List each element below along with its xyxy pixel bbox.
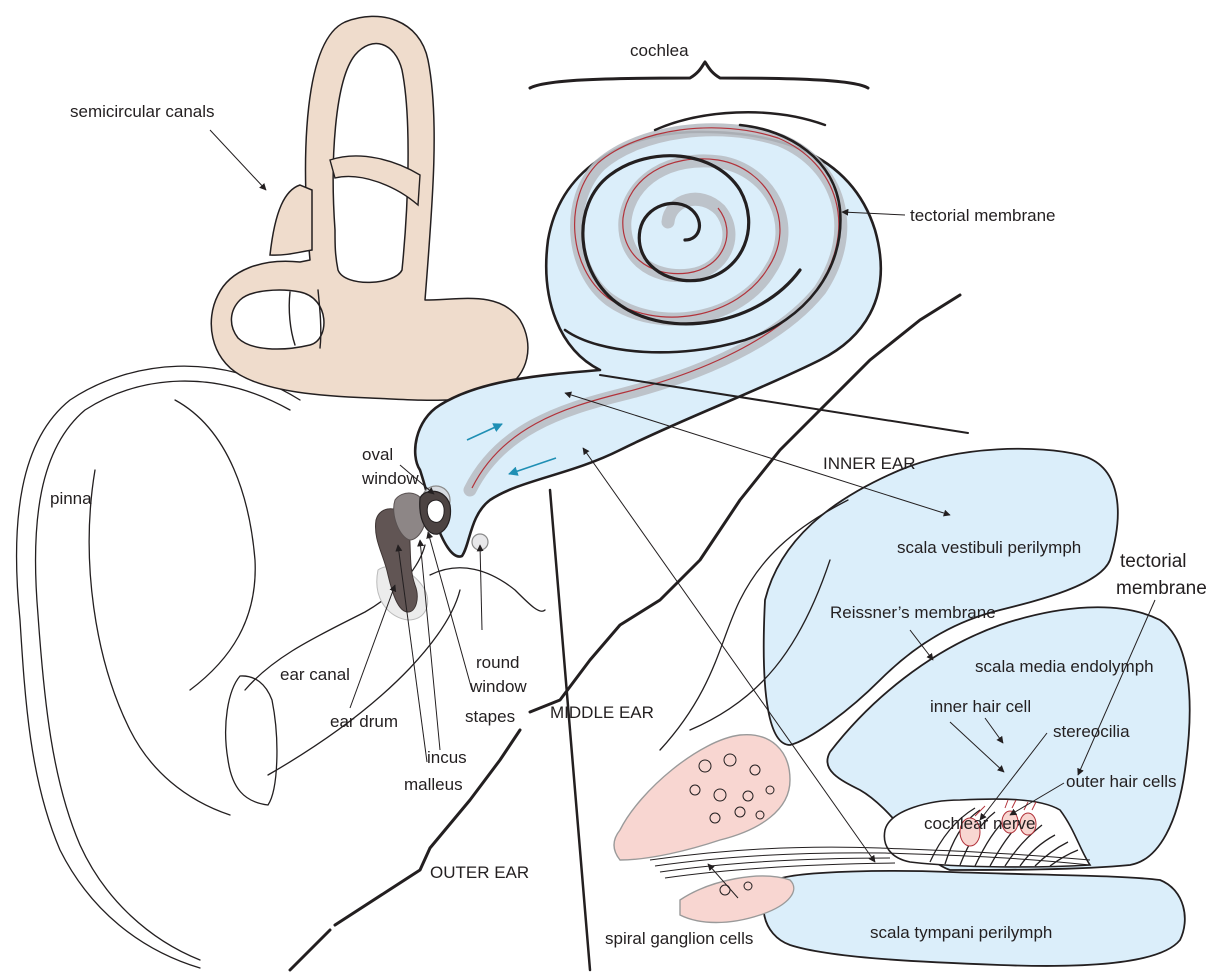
semicircular-canals	[211, 16, 528, 400]
label-cochlear-nerve: cochlear nerve	[924, 814, 1036, 833]
label-round-window-1: round	[476, 653, 519, 672]
label-pinna: pinna	[50, 489, 92, 508]
label-scala-vestibuli: scala vestibuli perilymph	[897, 538, 1081, 557]
label-round-window-2: window	[469, 677, 527, 696]
label-middle-ear: MIDDLE EAR	[550, 703, 654, 722]
label-oval-window-2: window	[361, 469, 419, 488]
label-cochlea: cochlea	[630, 41, 689, 60]
label-scala-media: scala media endolymph	[975, 657, 1154, 676]
label-tectorial-membrane-right-2: membrane	[1116, 578, 1207, 599]
cochlea-cross-section	[614, 449, 1190, 966]
ossicles	[375, 491, 450, 620]
label-inner-ear: INNER EAR	[823, 454, 916, 473]
label-incus: incus	[427, 748, 467, 767]
label-semicircular-canals: semicircular canals	[70, 102, 215, 121]
label-reissners-membrane: Reissner’s membrane	[830, 603, 996, 622]
label-stapes: stapes	[465, 707, 515, 726]
label-outer-hair-cells: outer hair cells	[1066, 772, 1177, 791]
label-scala-tympani: scala tympani perilymph	[870, 923, 1052, 942]
label-ear-drum: ear drum	[330, 712, 398, 731]
cochlea-bracket	[530, 62, 868, 88]
label-outer-ear: OUTER EAR	[430, 863, 529, 882]
label-ear-canal: ear canal	[280, 665, 350, 684]
label-spiral-ganglion-cells: spiral ganglion cells	[605, 929, 753, 948]
label-stereocilia: stereocilia	[1053, 722, 1130, 741]
label-oval-window-1: oval	[362, 445, 393, 464]
label-inner-hair-cell: inner hair cell	[930, 697, 1031, 716]
label-malleus: malleus	[404, 775, 463, 794]
label-tectorial-membrane-right-1: tectorial	[1120, 551, 1187, 572]
label-tectorial-membrane-top: tectorial membrane	[910, 206, 1056, 225]
